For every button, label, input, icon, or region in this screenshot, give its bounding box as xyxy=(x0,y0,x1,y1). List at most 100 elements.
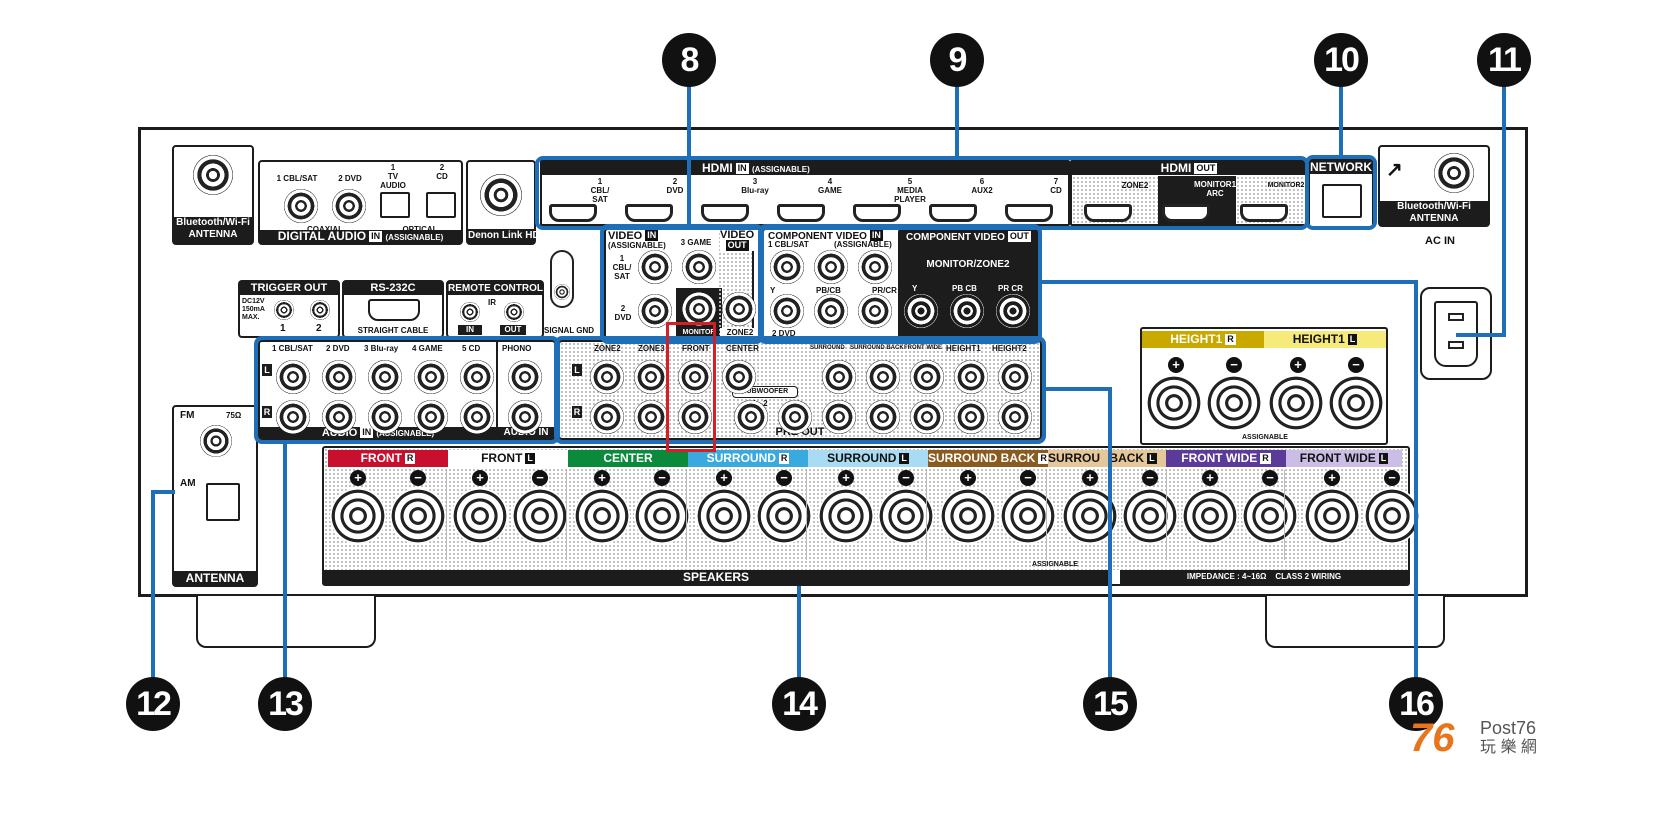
speaker-binding-post[interactable] xyxy=(940,488,996,544)
hdmi-in-port[interactable] xyxy=(853,204,901,222)
audio-in-jack[interactable] xyxy=(414,360,448,394)
audio-in-jack[interactable] xyxy=(368,360,402,394)
signal-gnd-terminal[interactable] xyxy=(550,250,574,308)
speaker-binding-post[interactable] xyxy=(390,488,446,544)
video-port-label: 1 CBL/ SAT xyxy=(612,254,632,281)
pre-out-jack[interactable] xyxy=(590,400,624,434)
pre-out-jack[interactable] xyxy=(910,400,944,434)
video-out-zone2-jack[interactable] xyxy=(722,292,756,326)
speaker-binding-post[interactable] xyxy=(1242,488,1298,544)
network-jack[interactable] xyxy=(1322,184,1362,218)
remote-control-panel: REMOTE CONTROL IR IN OUT xyxy=(446,280,544,338)
trigger-jack[interactable] xyxy=(274,300,294,320)
audio-in-jack[interactable] xyxy=(322,400,356,434)
pre-out-jack[interactable] xyxy=(822,400,856,434)
pre-out-jack[interactable] xyxy=(998,360,1032,394)
coaxial-jack[interactable] xyxy=(284,189,318,223)
pre-out-jack[interactable] xyxy=(634,360,668,394)
audio-in-jack[interactable] xyxy=(508,360,542,394)
video-out-monitor-jack[interactable] xyxy=(682,292,716,326)
trigger-jack[interactable] xyxy=(310,300,330,320)
audio-in-jack[interactable] xyxy=(276,360,310,394)
audio-in-jack[interactable] xyxy=(368,400,402,434)
component-in-jack[interactable] xyxy=(770,294,804,328)
hdmi-in-port[interactable] xyxy=(777,204,825,222)
component-in-jack[interactable] xyxy=(770,250,804,284)
height-post[interactable] xyxy=(1328,375,1384,431)
bt-antenna-jack[interactable] xyxy=(193,155,233,195)
video-port-label: 2 DVD xyxy=(614,304,632,322)
speaker-binding-post[interactable] xyxy=(330,488,386,544)
speaker-binding-post[interactable] xyxy=(634,488,690,544)
callout-16: 16 xyxy=(1389,677,1443,731)
video-in-jack[interactable] xyxy=(638,250,672,284)
audio-in-jack[interactable] xyxy=(276,400,310,434)
pre-out-jack[interactable] xyxy=(998,400,1032,434)
speaker-binding-post[interactable] xyxy=(696,488,752,544)
pre-out-jack[interactable] xyxy=(678,400,712,434)
pre-out-jack[interactable] xyxy=(722,360,756,394)
pre-out-jack[interactable] xyxy=(590,360,624,394)
pre-out-jack[interactable] xyxy=(634,400,668,434)
chassis-right xyxy=(1525,127,1528,597)
speaker-binding-post[interactable] xyxy=(512,488,568,544)
denon-link-jack[interactable] xyxy=(480,174,522,216)
pre-out-jack[interactable] xyxy=(678,360,712,394)
optical-jack[interactable] xyxy=(380,192,410,218)
coaxial-jack[interactable] xyxy=(332,189,366,223)
pre-out-jack[interactable] xyxy=(954,360,988,394)
pre-out-jack[interactable] xyxy=(866,360,900,394)
hdmi-out-port[interactable] xyxy=(1240,204,1288,222)
speaker-binding-post[interactable] xyxy=(452,488,508,544)
audio-in-jack[interactable] xyxy=(460,400,494,434)
video-in-jack[interactable] xyxy=(682,250,716,284)
hdmi-in-port[interactable] xyxy=(625,204,673,222)
pre-out-jack[interactable] xyxy=(778,400,812,434)
hdmi-out-port[interactable] xyxy=(1162,204,1210,222)
subwoofer-jack[interactable] xyxy=(734,400,768,434)
pre-out-jack[interactable] xyxy=(910,360,944,394)
audio-in-jack[interactable] xyxy=(414,400,448,434)
audio-in-jack[interactable] xyxy=(508,400,542,434)
pre-out-jack[interactable] xyxy=(866,400,900,434)
bt-antenna-right-jack[interactable] xyxy=(1434,153,1474,193)
component-out-jack[interactable] xyxy=(996,294,1030,328)
speaker-binding-post[interactable] xyxy=(1000,488,1056,544)
component-out-jack[interactable] xyxy=(904,294,938,328)
hdmi-out-port[interactable] xyxy=(1084,204,1132,222)
fm-jack[interactable] xyxy=(200,425,232,457)
hdmi-in-port[interactable] xyxy=(929,204,977,222)
hdmi-in-port[interactable] xyxy=(1005,204,1053,222)
speaker-binding-post[interactable] xyxy=(1182,488,1238,544)
speaker-binding-post[interactable] xyxy=(1304,488,1360,544)
pre-out-jack[interactable] xyxy=(954,400,988,434)
component-in-jack[interactable] xyxy=(814,250,848,284)
audio-in-jack[interactable] xyxy=(322,360,356,394)
component-in-jack[interactable] xyxy=(814,294,848,328)
callout-15: 15 xyxy=(1083,677,1137,731)
speaker-binding-post[interactable] xyxy=(1364,488,1420,544)
remote-out-jack[interactable] xyxy=(504,302,524,322)
speaker-binding-post[interactable] xyxy=(878,488,934,544)
component-in-jack[interactable] xyxy=(858,294,892,328)
pre-out-jack[interactable] xyxy=(822,360,856,394)
speaker-binding-post[interactable] xyxy=(1122,488,1178,544)
component-out-jack[interactable] xyxy=(950,294,984,328)
speaker-binding-post[interactable] xyxy=(756,488,812,544)
height-post[interactable] xyxy=(1268,375,1324,431)
hdmi-in-port[interactable] xyxy=(701,204,749,222)
speaker-binding-post[interactable] xyxy=(574,488,630,544)
height-post[interactable] xyxy=(1206,375,1262,431)
component-in-jack[interactable] xyxy=(858,250,892,284)
remote-in-jack[interactable] xyxy=(460,302,480,322)
rs232c-port[interactable] xyxy=(368,299,420,321)
optical-jack[interactable] xyxy=(426,192,456,218)
speaker-binding-post[interactable] xyxy=(818,488,874,544)
audio-in-jack[interactable] xyxy=(460,360,494,394)
height-post[interactable] xyxy=(1146,375,1202,431)
optical-label: OPTICAL xyxy=(400,225,440,234)
hdmi-in-port[interactable] xyxy=(549,204,597,222)
am-terminal[interactable] xyxy=(206,483,240,521)
